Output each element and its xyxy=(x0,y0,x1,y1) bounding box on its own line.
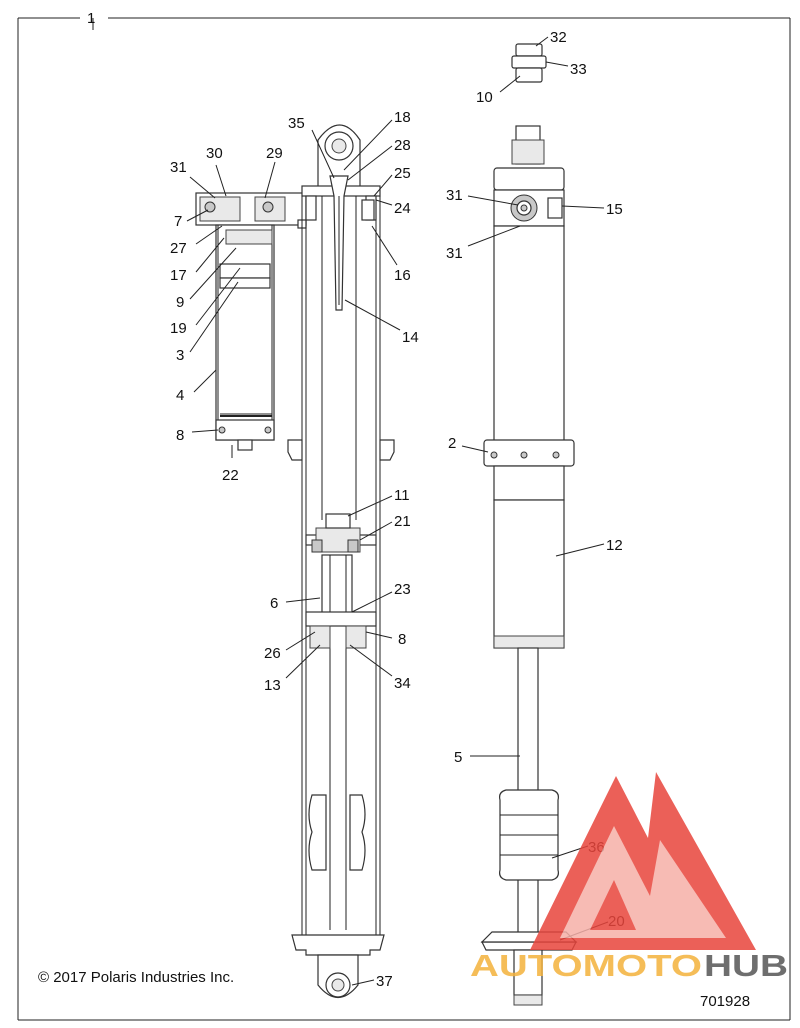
callout-32: 32 xyxy=(550,29,567,46)
callout-33: 33 xyxy=(570,61,587,78)
shock-external-view xyxy=(480,43,578,1006)
callout-34: 34 xyxy=(394,675,411,692)
callout-31a: 31 xyxy=(170,159,187,176)
figure-number: 701928 xyxy=(700,993,750,1010)
callout-16: 16 xyxy=(394,267,411,284)
callout-31c: 31 xyxy=(446,245,463,262)
callout-37: 37 xyxy=(376,973,393,990)
callout-6: 6 xyxy=(270,595,278,612)
callout-4: 4 xyxy=(176,387,184,404)
diagram-frame xyxy=(17,17,791,1021)
watermark-brand-part1: AUTOMOTO xyxy=(470,948,702,983)
callout-23: 23 xyxy=(394,581,411,598)
callout-17: 17 xyxy=(170,267,187,284)
callout-11: 11 xyxy=(394,487,410,504)
callout-8b: 8 xyxy=(398,631,406,648)
callout-19: 19 xyxy=(170,320,187,337)
copyright-text: © 2017 Polaris Industries Inc. xyxy=(38,969,234,986)
callout-25: 25 xyxy=(394,165,411,182)
callout-21: 21 xyxy=(394,513,411,530)
callout-1: 1 xyxy=(87,10,95,27)
reservoir-section xyxy=(195,192,307,451)
callout-numbers: 31 30 29 7 27 17 9 19 3 4 8 22 35 18 28 … xyxy=(170,29,625,990)
callout-28: 28 xyxy=(394,137,411,154)
callout-29: 29 xyxy=(266,145,283,162)
callout-5: 5 xyxy=(454,749,462,766)
callout-18: 18 xyxy=(394,109,411,126)
main-shock-section xyxy=(287,124,395,999)
callout-31b: 31 xyxy=(446,187,463,204)
callout-13: 13 xyxy=(264,677,281,694)
callout-8a: 8 xyxy=(176,427,184,444)
watermark-brand-part2: HUB xyxy=(704,948,788,983)
callout-14: 14 xyxy=(402,329,419,346)
callout-9: 9 xyxy=(176,294,184,311)
callout-24: 24 xyxy=(394,200,411,217)
watermark-logo xyxy=(530,772,756,950)
callout-15: 15 xyxy=(606,201,623,218)
callout-10: 10 xyxy=(476,89,493,106)
callout-22: 22 xyxy=(222,467,239,484)
callout-30: 30 xyxy=(206,145,223,162)
leader-lines xyxy=(186,36,609,986)
callout-27: 27 xyxy=(170,240,187,257)
callout-35: 35 xyxy=(288,115,305,132)
callout-12: 12 xyxy=(606,537,623,554)
callout-7: 7 xyxy=(174,213,182,230)
callout-3: 3 xyxy=(176,347,184,364)
callout-26: 26 xyxy=(264,645,281,662)
callout-2: 2 xyxy=(448,435,456,452)
